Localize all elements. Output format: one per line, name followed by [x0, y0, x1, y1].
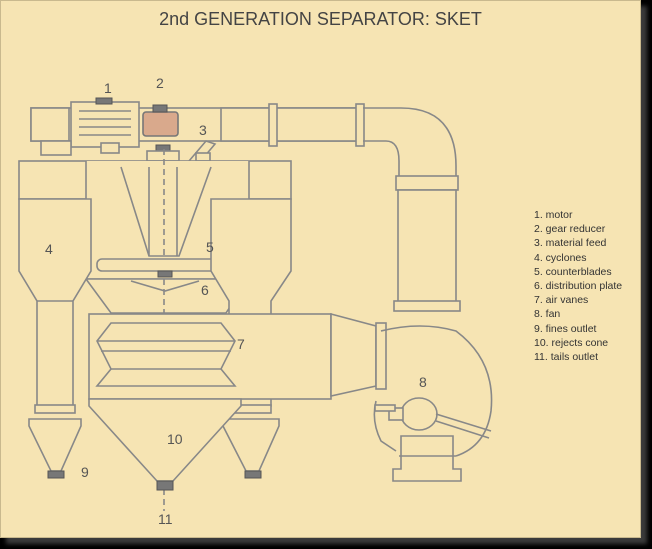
legend-item: 4. cyclones	[534, 251, 587, 264]
left-cyclone	[18, 198, 92, 479]
label-6: 6	[201, 282, 209, 298]
separator-drawing: 1 2 3 4 5 6 7 8 9 10 11	[18, 75, 493, 527]
label-1: 1	[104, 80, 112, 96]
label-7: 7	[237, 336, 245, 352]
label-11: 11	[158, 511, 173, 527]
label-8: 8	[419, 374, 427, 390]
label-3: 3	[199, 122, 207, 138]
legend-item: 5. counterblades	[534, 265, 612, 278]
diagram-title: 2nd GENERATION SEPARATOR: SKET	[159, 9, 482, 29]
elbow-duct	[363, 107, 461, 312]
motor	[40, 97, 140, 156]
material-feed	[188, 140, 217, 164]
label-10: 10	[167, 431, 183, 447]
label-4: 4	[45, 241, 53, 257]
legend-item: 2. gear reducer	[534, 223, 606, 236]
legend-item: 9. fines outlet	[534, 322, 597, 335]
diagram-panel: 2nd GENERATION SEPARATOR: SKET	[0, 0, 641, 538]
rejects-cone	[88, 398, 242, 491]
label-2: 2	[156, 75, 164, 91]
label-5: 5	[206, 239, 214, 255]
legend-item: 8. fan	[534, 308, 561, 321]
legend: 1. motor 2. gear reducer 3. material fee…	[534, 208, 622, 364]
legend-item: 7. air vanes	[534, 294, 589, 307]
legend-item: 11. tails outlet	[534, 351, 599, 364]
main-housing	[18, 149, 292, 511]
legend-item: 3. material feed	[534, 237, 607, 250]
fan	[373, 325, 493, 482]
gear-reducer	[142, 104, 180, 162]
air-vanes-section	[88, 312, 387, 400]
label-9: 9	[81, 464, 89, 480]
legend-item: 6. distribution plate	[534, 280, 623, 293]
legend-item: 10. rejects cone	[534, 336, 609, 349]
legend-item: 1. motor	[534, 209, 573, 221]
